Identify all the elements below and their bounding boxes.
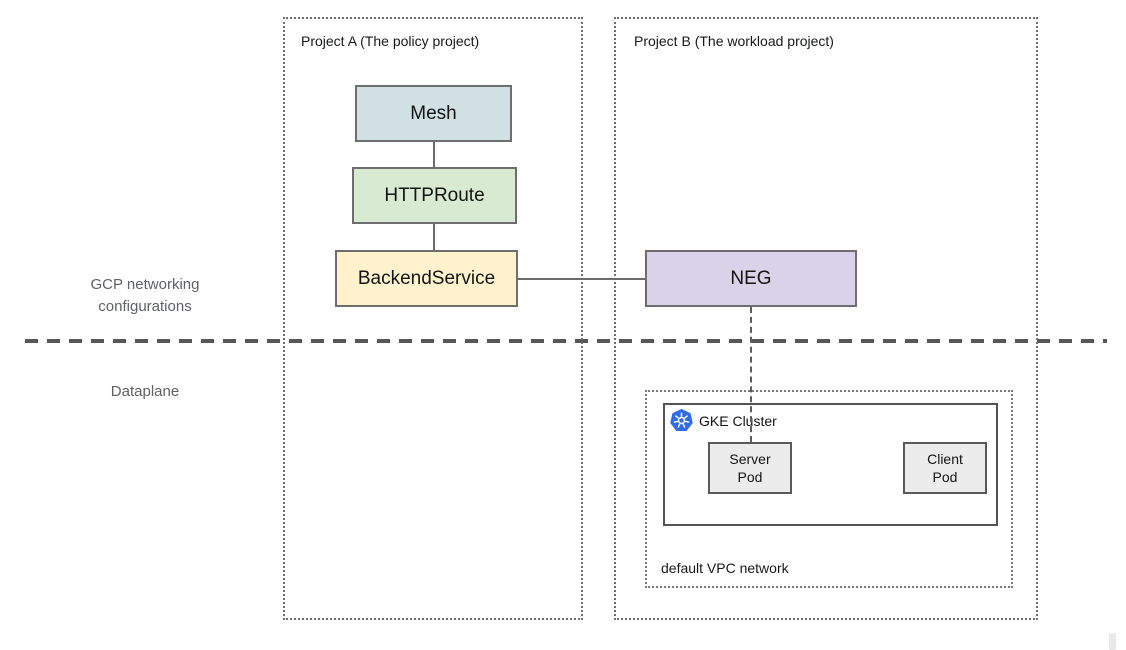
node-backend-service: BackendService — [335, 250, 518, 307]
gke-cluster-label: GKE Cluster — [699, 412, 777, 429]
scrollbar-thumb-fragment[interactable] — [1109, 633, 1116, 650]
connector-neg-serverpod-dashed — [750, 307, 752, 442]
node-httproute: HTTPRoute — [352, 167, 517, 224]
project-b-label: Project B (The workload project) — [634, 33, 834, 49]
server-pod-node: Server Pod — [708, 442, 792, 494]
project-a-label: Project A (The policy project) — [301, 33, 480, 49]
layer-divider-dashed-line — [25, 339, 1107, 343]
project-a-boundary: Project A (The policy project) — [283, 17, 583, 620]
gke-cluster-header: GKE Cluster — [670, 409, 777, 432]
vpc-network-label: default VPC network — [661, 560, 789, 576]
kubernetes-icon — [670, 409, 693, 431]
vpc-network-boundary: default VPC network — [645, 390, 1013, 588]
layer-label-gcp-networking: GCP networking configurations — [90, 276, 200, 315]
node-neg: NEG — [645, 250, 857, 307]
layer-label-dataplane: Dataplane — [110, 383, 180, 400]
connector-backendservice-neg — [518, 278, 645, 280]
connector-mesh-httproute — [433, 142, 435, 167]
project-b-boundary: Project B (The workload project) — [614, 17, 1038, 620]
node-mesh: Mesh — [355, 85, 512, 142]
client-pod-node: Client Pod — [903, 442, 987, 494]
connector-httproute-backendservice — [433, 224, 435, 250]
